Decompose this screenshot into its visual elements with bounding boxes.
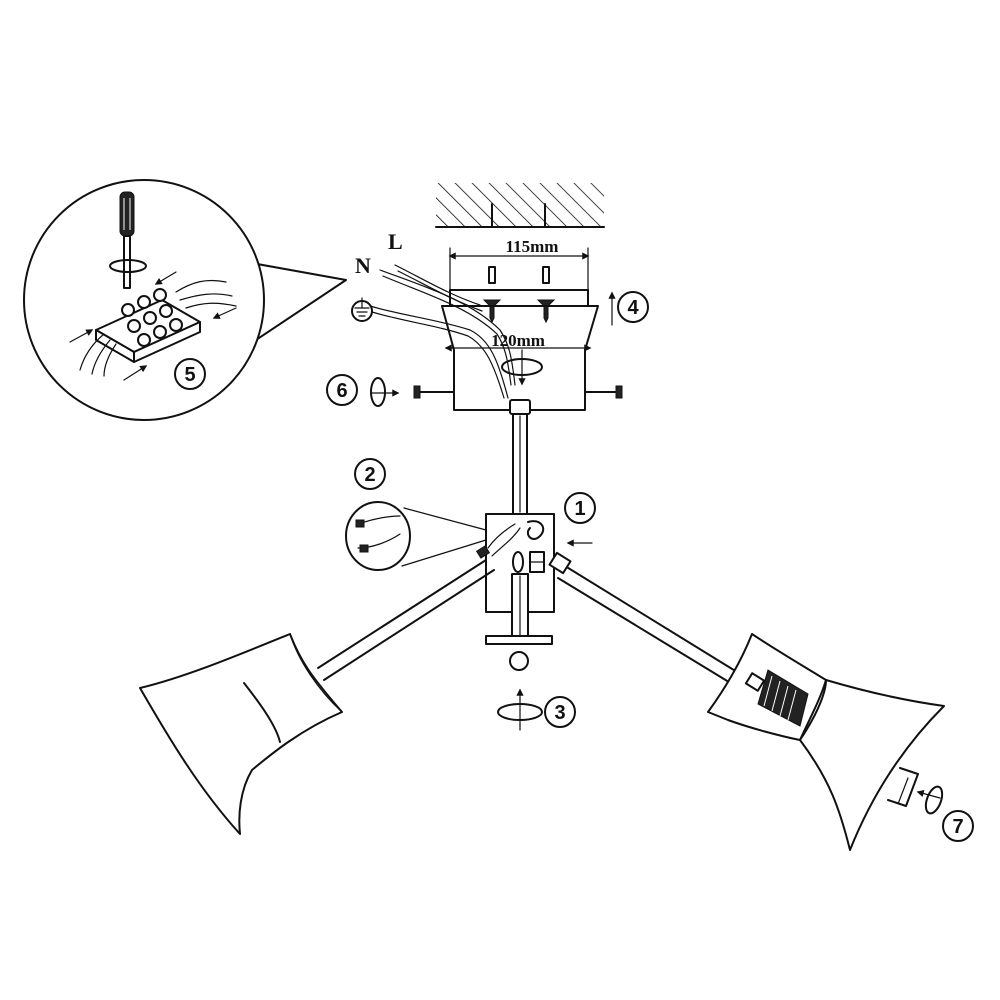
rotate-arrow-icon: [916, 785, 944, 815]
step-2-number: 2: [364, 464, 375, 486]
step-4-number: 4: [627, 297, 639, 319]
ceiling: [435, 183, 605, 228]
live-label: L: [388, 229, 403, 254]
mounting-plate: [449, 266, 589, 324]
stem-rod: [509, 399, 531, 515]
canopy: [413, 305, 623, 411]
dimension-top-label: 115mm: [506, 237, 559, 256]
central-body: [485, 513, 555, 671]
step-3-badge: 3: [544, 696, 576, 728]
mains-wires: [369, 264, 516, 399]
wiring-detail-callout: 5: [23, 179, 347, 421]
step-7-number: 7: [952, 816, 963, 838]
left-shade: [139, 633, 343, 835]
step-6-badge: 6: [326, 374, 358, 406]
neutral-label: N: [355, 253, 371, 278]
right-shade: [707, 633, 945, 851]
dimension-115: 115mm: [448, 237, 590, 291]
dimension-bottom-label: 120mm: [491, 331, 545, 350]
step-5-badge: 5: [174, 358, 206, 390]
step-1-badge: 1: [564, 492, 596, 524]
step-5-number: 5: [184, 364, 195, 386]
step-1-number: 1: [574, 498, 585, 520]
lamp-socket: [744, 669, 809, 727]
rotate-arrow-icon: [497, 688, 543, 731]
step-3-number: 3: [554, 702, 565, 724]
step-4-badge: 4: [617, 291, 649, 323]
rotate-arrow-icon: [370, 377, 400, 407]
dimension-120: 120mm: [444, 331, 592, 352]
step-6-number: 6: [336, 380, 347, 402]
right-arm: [548, 551, 751, 691]
wire-connector-detail: [345, 501, 487, 571]
step-7-badge: 7: [942, 810, 974, 842]
earth-ground-icon: [351, 297, 373, 322]
step-2-badge: 2: [354, 458, 386, 490]
screwdriver-icon: [109, 191, 147, 289]
left-arm: [317, 545, 495, 681]
